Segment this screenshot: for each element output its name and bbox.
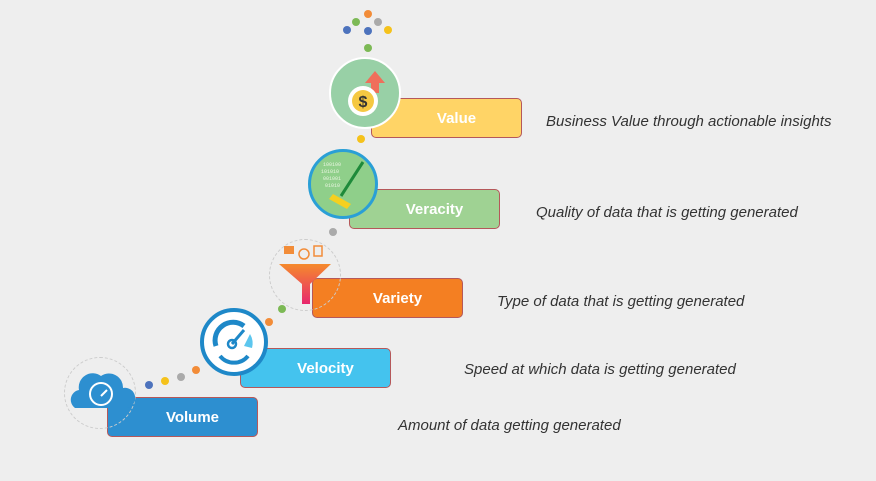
connector-dot xyxy=(161,377,169,385)
stage-description-variety: Type of data that is getting generated xyxy=(497,293,745,310)
connector-dot xyxy=(343,26,351,34)
connector-dot xyxy=(192,366,200,374)
dollar-growth-icon: $ xyxy=(329,57,401,129)
stage-description-veracity: Quality of data that is getting generate… xyxy=(536,204,798,221)
stage-description-volume: Amount of data getting generated xyxy=(398,417,621,434)
connector-dot xyxy=(265,318,273,326)
connector-dot xyxy=(177,373,185,381)
stage-description-velocity: Speed at which data is getting generated xyxy=(464,361,736,378)
cloud-gauge-icon xyxy=(64,357,136,429)
stage-box-volume: Volume xyxy=(107,397,258,437)
svg-text:001001: 001001 xyxy=(323,176,341,182)
connector-dot xyxy=(364,44,372,52)
stage-label: Volume xyxy=(165,408,220,426)
media-funnel-icon xyxy=(269,239,341,311)
connector-dot xyxy=(278,305,286,313)
svg-text:01010: 01010 xyxy=(325,183,340,189)
connector-dot xyxy=(364,27,372,35)
connector-dot xyxy=(374,18,382,26)
connector-dot xyxy=(384,26,392,34)
svg-text:101010: 101010 xyxy=(321,169,339,175)
stage-box-variety: Variety xyxy=(312,278,463,318)
connector-dot xyxy=(352,18,360,26)
stage-label: Velocity xyxy=(297,359,354,377)
stage-label: Value xyxy=(436,109,477,127)
connector-dot xyxy=(357,135,365,143)
stage-description-value: Business Value through actionable insigh… xyxy=(546,113,832,130)
stage-label: Veracity xyxy=(405,200,464,218)
stage-label: Variety xyxy=(372,289,423,307)
svg-text:$: $ xyxy=(359,94,368,111)
connector-dot xyxy=(145,381,153,389)
connector-dot xyxy=(364,10,372,18)
connector-dot xyxy=(329,228,337,236)
speedometer-icon xyxy=(200,308,268,376)
svg-text:100100: 100100 xyxy=(323,162,341,168)
